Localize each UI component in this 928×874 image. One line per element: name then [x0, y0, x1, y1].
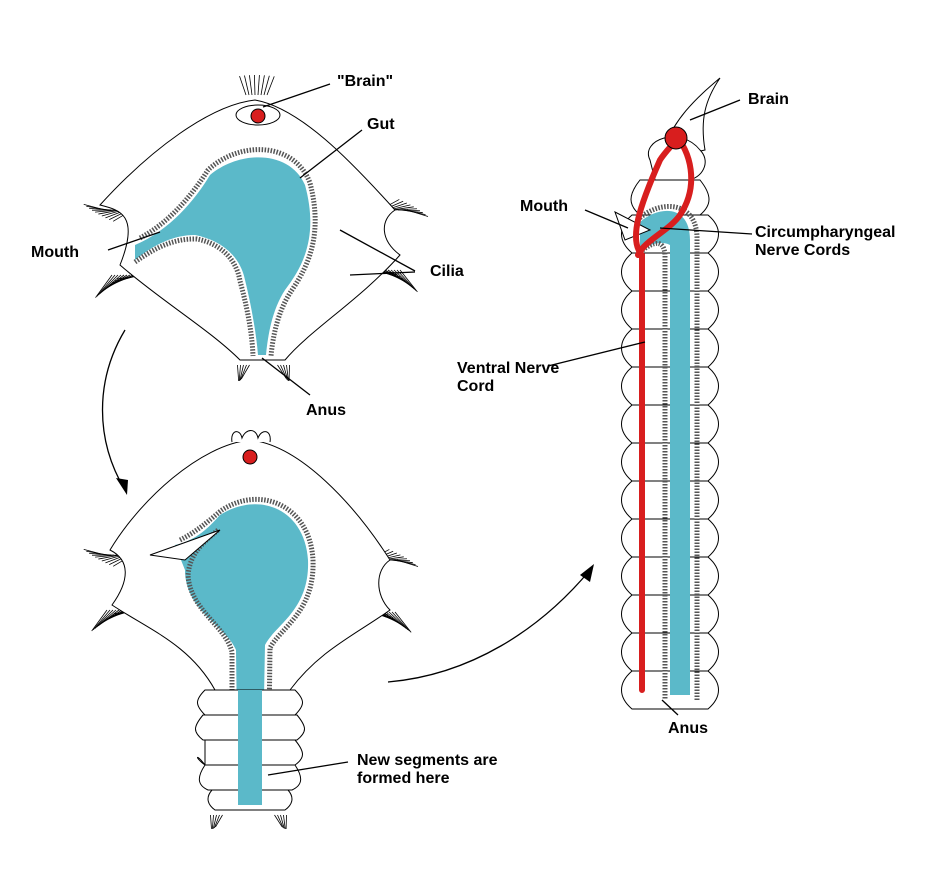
leader-lines [107, 83, 753, 776]
cilium [277, 814, 284, 828]
cilium [257, 75, 260, 96]
cilium [391, 611, 410, 632]
brain-larva2-dot [242, 449, 258, 465]
cilium [399, 269, 418, 293]
cilium [388, 611, 409, 631]
cilium [94, 609, 114, 629]
gut-larva [135, 157, 311, 355]
label-brain-adult: Brain [748, 91, 789, 108]
cilium [249, 75, 253, 96]
label-mouth-larva: Mouth [31, 244, 79, 261]
cilium [237, 364, 240, 381]
cilium [394, 611, 412, 633]
label-anus-larva: Anus [306, 402, 346, 419]
arrows [101, 329, 594, 683]
cilium [283, 814, 286, 829]
cilium [266, 76, 275, 96]
cilium [263, 75, 270, 96]
cilium [239, 364, 244, 381]
cilium [98, 554, 121, 560]
circumpharyngeal-cords [635, 132, 695, 258]
label-brain-larva: "Brain" [337, 73, 394, 90]
cilium [254, 74, 256, 96]
cilium [396, 559, 419, 567]
label-ventral-nerve-cord: Ventral Nerve Cord [457, 360, 560, 395]
label-mouth-adult: Mouth [520, 198, 568, 215]
label-anus-adult: Anus [668, 720, 708, 737]
brain-larva-dot [250, 108, 266, 124]
cilium [240, 364, 247, 381]
cilium [244, 75, 250, 96]
cilium [391, 206, 414, 211]
cilium [210, 814, 212, 829]
cilium [260, 75, 265, 96]
cilium [241, 364, 250, 380]
label-gut: Gut [367, 116, 395, 133]
cilium [396, 269, 417, 291]
gut-larva2 [175, 504, 309, 800]
cilium [95, 554, 118, 558]
label-cilia: Cilia [430, 263, 464, 280]
cilium [274, 814, 283, 827]
cilium [213, 814, 220, 829]
developing-larva [109, 430, 391, 811]
cilium [92, 609, 111, 631]
cilium [238, 364, 241, 381]
cilium [385, 611, 407, 629]
cilium [211, 814, 214, 829]
cilium [239, 75, 247, 96]
brain-adult-dot [664, 126, 688, 150]
label-circumpharyngeal: Circumpharyngeal Nerve Cords [755, 224, 896, 259]
cilium [215, 814, 223, 828]
gut-adult [640, 210, 690, 696]
cilium [95, 274, 113, 298]
trochophore-larva [99, 99, 401, 361]
cilium [95, 209, 118, 213]
adult-worm [614, 77, 721, 710]
cilium [91, 609, 108, 632]
cilium [406, 209, 429, 217]
cilium [280, 814, 285, 829]
cilium [212, 814, 217, 829]
label-new-segments: New segments are formed here [357, 752, 498, 787]
cilium [96, 274, 116, 297]
